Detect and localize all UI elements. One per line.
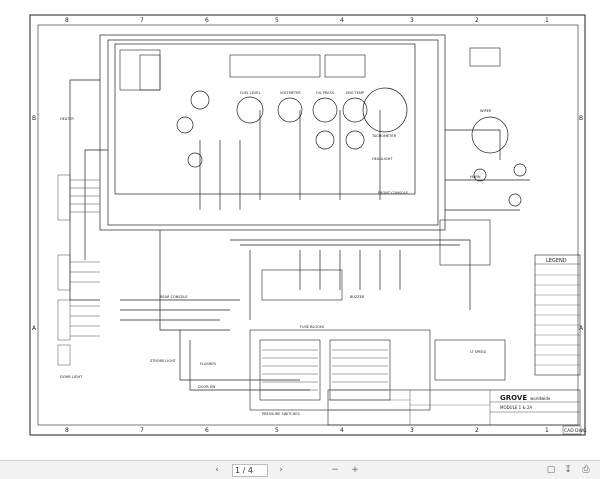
col-label: 8 — [65, 17, 69, 24]
page-number-input[interactable] — [232, 464, 268, 477]
col-label: 4 — [340, 17, 344, 24]
col-label: 7 — [140, 17, 144, 24]
col-label: 8 — [65, 427, 69, 434]
revision-note: MODULE 1 & 2A — [500, 405, 532, 410]
column-labels-top: 8 7 6 5 4 3 2 1 — [65, 17, 549, 24]
wiring-schematic-sheet: 8 7 6 5 4 3 2 1 8 7 6 5 4 3 2 1 B A B A — [29, 14, 587, 436]
wire-bus — [69, 34, 530, 391]
label-voltmeter: VOLTMETER — [280, 91, 301, 95]
row-labels: B A B A — [32, 115, 584, 332]
left-connectors — [57, 174, 100, 366]
label-door-sw: DOOR SW — [198, 385, 216, 389]
cad-stamp: CAD DWG — [564, 428, 587, 434]
legend-box: LEGEND — [534, 254, 581, 376]
legend-title: LEGEND — [546, 258, 567, 264]
col-label: 4 — [340, 427, 344, 434]
label-dome-light: DOME LIGHT — [60, 375, 83, 379]
pdf-viewer-toolbar: ‹ › − + ▢ ↧ ⎙ — [0, 460, 600, 479]
col-label: 6 — [205, 427, 209, 434]
label-rear-console: REAR CONSOLE — [160, 295, 188, 299]
component-labels: FUEL LEVEL VOLTMETER OIL PRESS ENG TEMP … — [60, 91, 492, 416]
col-label: 3 — [410, 427, 414, 434]
chevron-left-icon[interactable]: ‹ — [215, 465, 219, 475]
column-labels-bottom: 8 7 6 5 4 3 2 1 — [65, 427, 549, 434]
label-front-console: FRONT CONSOLE — [378, 191, 408, 195]
label-strobe-light: STROBE LIGHT — [150, 359, 177, 363]
label-heater: HEATER — [60, 117, 74, 121]
row-label: B — [579, 115, 583, 122]
label-fuse-blocks: FUSE BLOCKS — [300, 325, 325, 329]
label-wiper: WIPER — [480, 109, 492, 113]
company-sub: worldwide — [530, 396, 551, 401]
connector-blocks-top — [119, 47, 501, 91]
col-label: 2 — [475, 17, 479, 24]
row-label: A — [579, 325, 584, 332]
label-eng-temp: ENG TEMP — [346, 91, 364, 95]
title-block: GROVE worldwide MODULE 1 & 2A CAD DWG — [327, 389, 587, 435]
label-flasher: FLASHER — [200, 362, 217, 366]
col-label: 6 — [205, 17, 209, 24]
document-viewer: 8 7 6 5 4 3 2 1 8 7 6 5 4 3 2 1 B A B A — [29, 14, 588, 436]
download-icon[interactable]: ↧ — [564, 465, 572, 475]
col-label: 5 — [275, 427, 279, 434]
col-label: 2 — [475, 427, 479, 434]
gauge-cluster — [176, 87, 527, 207]
row-label: B — [32, 115, 36, 122]
zoom-out-icon[interactable]: − — [331, 465, 339, 475]
zoom-in-icon[interactable]: + — [351, 465, 359, 475]
col-label: 5 — [275, 17, 279, 24]
col-label: 7 — [140, 427, 144, 434]
col-label: 1 — [545, 427, 549, 434]
chevron-right-icon[interactable]: › — [279, 465, 283, 475]
label-horn: HORN — [470, 175, 481, 179]
label-tachometer: TACHOMETER — [371, 134, 397, 138]
label-pressure-switches: PRESSURE SWITCHES — [262, 412, 300, 416]
row-label: A — [32, 325, 37, 332]
label-lt-speed: LT SPEED — [470, 350, 486, 354]
fit-page-icon[interactable]: ▢ — [546, 465, 556, 475]
label-oil-press: OIL PRESS — [316, 91, 335, 95]
col-label: 3 — [410, 17, 414, 24]
label-fuel-level: FUEL LEVEL — [240, 91, 261, 95]
label-buzzer: BUZZER — [350, 295, 365, 299]
print-icon[interactable]: ⎙ — [582, 465, 590, 475]
col-label: 1 — [545, 17, 549, 24]
company-name: GROVE — [500, 394, 527, 402]
label-headlight: HEADLIGHT — [372, 157, 393, 161]
